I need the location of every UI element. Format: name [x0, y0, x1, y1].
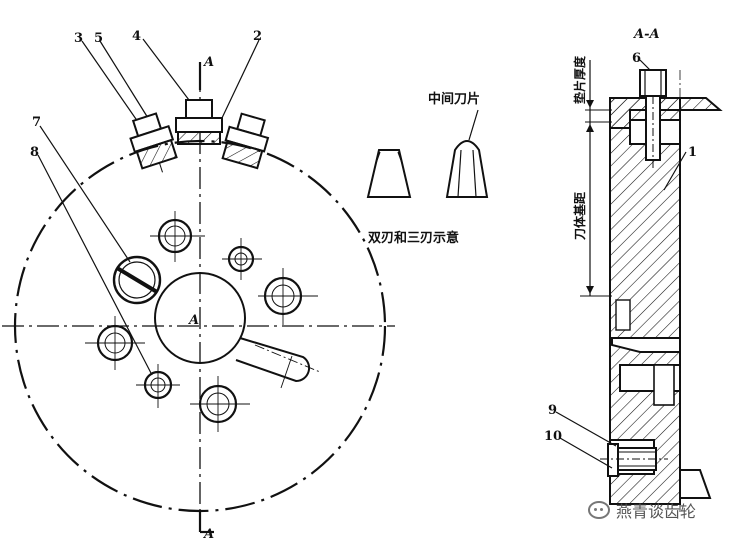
label-body-base: 刀体基距 — [572, 192, 587, 240]
label-part-4: 4 — [132, 29, 141, 44]
leader-part-9 — [555, 411, 617, 447]
label-part-3: 3 — [74, 31, 83, 46]
leader-middle-blade — [468, 109, 479, 141]
adjustment-slot — [235, 337, 321, 389]
label-section-title: A-A — [632, 27, 660, 42]
blade-left — [129, 112, 178, 173]
adjust-screw-hole — [112, 255, 162, 305]
label-part-9: 9 — [548, 403, 557, 418]
blade-center — [175, 99, 223, 145]
watermark-text: 燕青谈齿轮 — [616, 502, 697, 521]
leader-part-7 — [39, 125, 131, 263]
clamp-screw — [639, 69, 667, 168]
top-flange — [609, 97, 723, 129]
label-blade-caption: 双刃和三刃示意 — [368, 230, 459, 246]
watermark: 燕青谈齿轮 — [588, 498, 696, 522]
label-center: A — [187, 313, 199, 328]
label-section-top: A — [202, 55, 214, 70]
front-view-labels: 3 5 4 2 7 8 A A A — [30, 29, 262, 542]
blade-sketches — [366, 109, 489, 198]
bottom-screw — [600, 443, 668, 477]
label-part-7: 7 — [32, 115, 41, 130]
leader-part-10 — [559, 437, 613, 469]
blade-assemblies — [129, 99, 270, 173]
leader-part-1 — [663, 151, 687, 191]
leader-part-3 — [81, 40, 139, 123]
label-part-1: 1 — [688, 145, 697, 160]
central-bore — [154, 272, 246, 364]
label-middle-blade: 中间刀片 — [428, 91, 480, 107]
leader-part-5 — [99, 40, 149, 119]
section-view — [555, 59, 723, 515]
wechat-bubble-icon — [588, 501, 610, 519]
triple-edge-blade — [445, 140, 489, 198]
leader-part-8 — [37, 154, 153, 376]
double-edge-blade — [366, 149, 412, 198]
label-shim-thickness: 垫片厚度 — [572, 55, 587, 104]
label-part-8: 8 — [30, 145, 39, 160]
leader-part-4 — [142, 38, 193, 105]
label-part-2: 2 — [253, 29, 262, 44]
label-part-6: 6 — [632, 51, 641, 66]
leader-part-6 — [639, 59, 651, 71]
blade-right — [221, 112, 270, 170]
label-part-5: 5 — [94, 31, 103, 46]
leader-part-2 — [221, 39, 260, 119]
label-section-bottom: A — [202, 527, 214, 542]
label-part-10: 10 — [544, 429, 562, 444]
